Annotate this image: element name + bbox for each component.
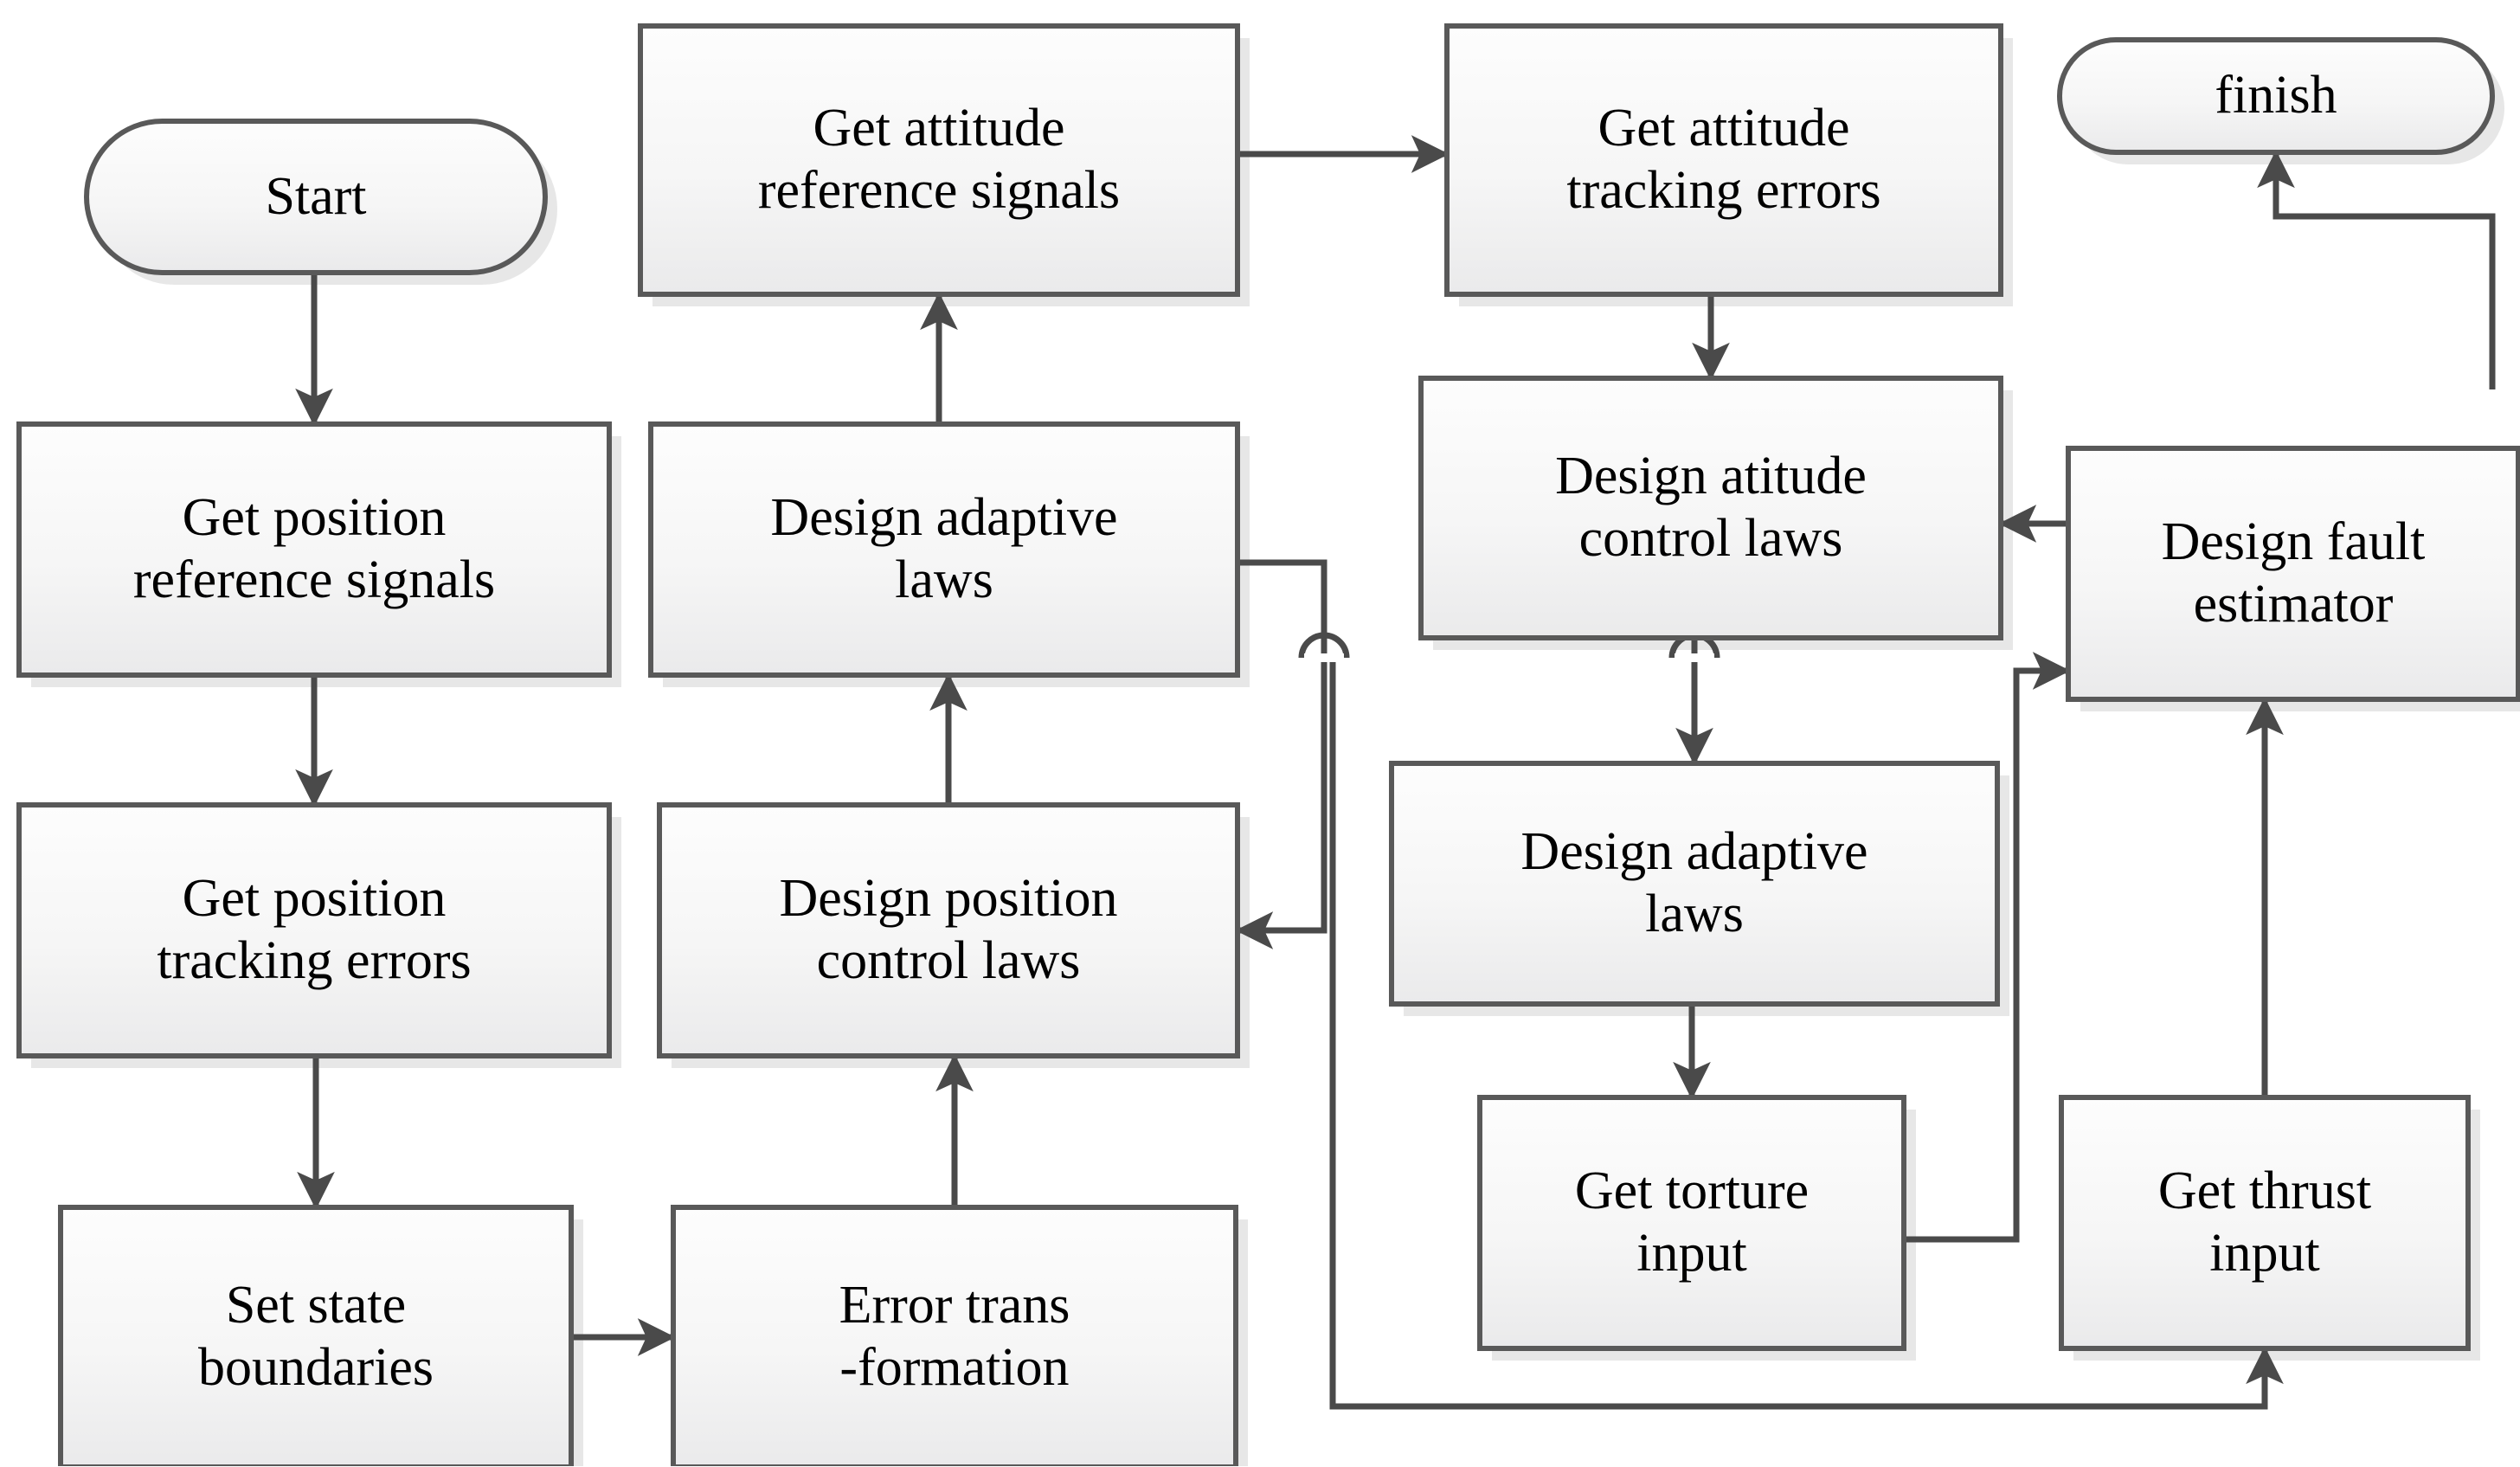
node-adapt_laws_1[interactable] xyxy=(648,421,1240,678)
node-att_ref[interactable] xyxy=(638,23,1240,297)
node-state_bnd[interactable] xyxy=(58,1205,574,1466)
node-layer xyxy=(16,23,2520,1466)
node-finish[interactable] xyxy=(2057,37,2495,155)
node-pos_ctrl[interactable] xyxy=(657,802,1240,1058)
edge-fault_est-to-finish xyxy=(2257,150,2496,389)
node-pos_err[interactable] xyxy=(16,802,612,1058)
node-pos_ref[interactable] xyxy=(16,421,612,678)
node-fault_est[interactable] xyxy=(2066,446,2520,702)
node-att_ctrl[interactable] xyxy=(1418,376,2003,640)
edge-crossing-mask-1 xyxy=(1304,653,1344,662)
node-att_err[interactable] xyxy=(1444,23,2003,297)
node-err_trans[interactable] xyxy=(671,1205,1238,1466)
node-start[interactable] xyxy=(84,119,548,275)
edge-crossing-mask-2 xyxy=(1675,653,1714,662)
node-adapt_laws_2[interactable] xyxy=(1389,761,2000,1007)
node-torture_in[interactable] xyxy=(1477,1095,1906,1351)
node-thrust_in[interactable] xyxy=(2059,1095,2471,1351)
edge-torture_in-to-fault_est xyxy=(1904,652,2071,1243)
edge-crossing-hop-1 xyxy=(1298,632,1350,659)
edge-layer xyxy=(295,135,2496,1410)
edge-adapt_laws_1-to-pos_ctrl xyxy=(1235,559,1328,949)
edge-pos_ctrl-to-thrust_in xyxy=(1329,658,2284,1410)
